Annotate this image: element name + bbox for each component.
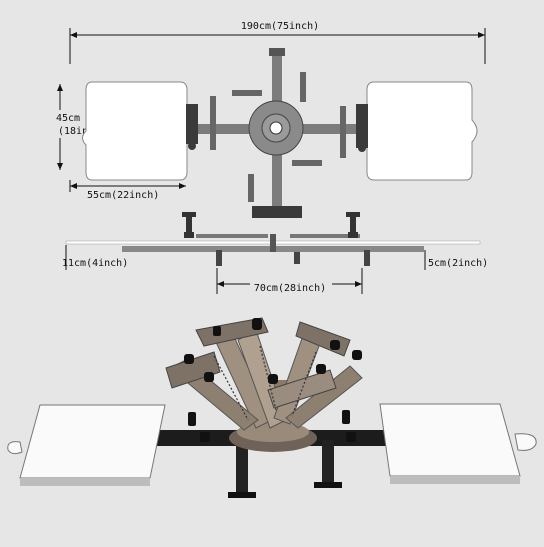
platen-height-dimension: 45cm (18inch)	[56, 84, 106, 170]
right-platen	[379, 403, 537, 484]
side-view: 11cm(4inch) 5cm(2inch) 70cm(28inch)	[62, 212, 488, 294]
arm-rise-label: 11cm(4inch)	[62, 258, 128, 269]
base-width-label: 70cm(28inch)	[254, 283, 326, 294]
left-platen-top	[82, 81, 188, 181]
side-clamp-knobs	[182, 212, 360, 238]
total-width-dimension: 190cm(75inch)	[69, 18, 486, 64]
base-leg-right	[322, 440, 334, 488]
total-width-label: 190cm(75inch)	[241, 21, 319, 32]
right-platen-top	[366, 81, 478, 181]
left-clamps	[186, 104, 198, 150]
product-illustration	[7, 317, 537, 498]
platen-width-label: 55cm(22inch)	[87, 190, 159, 201]
platen-lift-dimension: 5cm(2inch)	[424, 250, 488, 270]
right-clamps	[356, 104, 368, 152]
knobs	[184, 318, 362, 442]
platen-height-in-label: (18inch)	[58, 126, 106, 137]
base-leg-left	[236, 440, 248, 498]
left-platen	[7, 404, 166, 486]
base-width-dimension: 70cm(28inch)	[216, 268, 363, 294]
platen-lift-label: 5cm(2inch)	[428, 258, 488, 269]
top-view: 190cm(75inch) 45cm (18inch)	[56, 18, 486, 218]
platen-height-cm-label: 45cm	[56, 113, 80, 124]
arm-rise-dimension: 11cm(4inch)	[62, 245, 128, 270]
bottom-clamps	[252, 206, 302, 218]
platen-width-dimension: 55cm(22inch)	[69, 180, 186, 201]
